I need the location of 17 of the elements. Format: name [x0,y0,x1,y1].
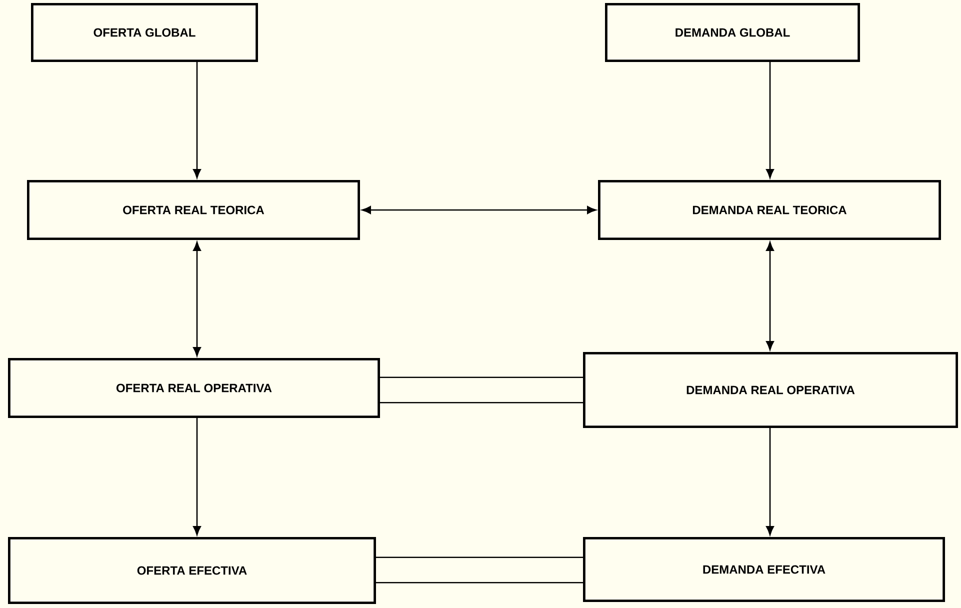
double-line [380,376,583,404]
arrow [193,418,201,536]
label-box: OFERTA REAL OPERATIVA [8,358,380,418]
arrow [766,242,774,350]
arrow [193,242,201,356]
label-box: OFERTA GLOBAL [31,3,258,62]
label-box: DEMANDA GLOBAL [605,3,860,62]
label-box: DEMANDA REAL OPERATIVA [583,352,958,428]
arrow [193,62,201,178]
double-line [376,556,583,584]
arrow [766,428,774,536]
arrow [362,206,596,214]
label-box: OFERTA EFECTIVA [8,537,376,604]
label-box: OFERTA REAL TEORICA [27,180,360,240]
label-box: DEMANDA REAL TEORICA [598,180,941,240]
arrow [766,62,774,178]
label-box: DEMANDA EFECTIVA [583,537,945,602]
